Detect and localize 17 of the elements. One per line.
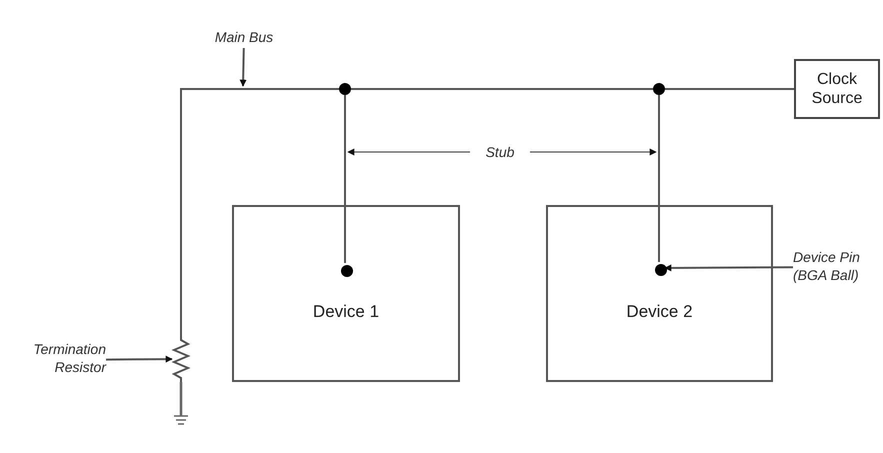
bus-wire	[180, 88, 339, 336]
bus-wire	[351, 88, 653, 90]
callout-label: Device Pin (BGA Ball)	[793, 248, 881, 286]
clock-source-box: Clock Source	[794, 59, 880, 119]
leader-line	[106, 356, 173, 363]
leader-line	[664, 264, 793, 272]
bus-wire	[344, 95, 346, 263]
resistor-symbol	[172, 336, 190, 382]
device-box	[232, 205, 460, 382]
bus-wire	[658, 95, 660, 262]
device-label: Device 1	[312, 301, 380, 323]
bus-wire	[665, 88, 794, 90]
callout-label: Termination Resistor	[0, 340, 106, 380]
device-label: Device 2	[625, 301, 694, 323]
leader-line	[240, 48, 247, 87]
callout-label: Main Bus	[198, 28, 290, 48]
device-box	[546, 205, 773, 382]
